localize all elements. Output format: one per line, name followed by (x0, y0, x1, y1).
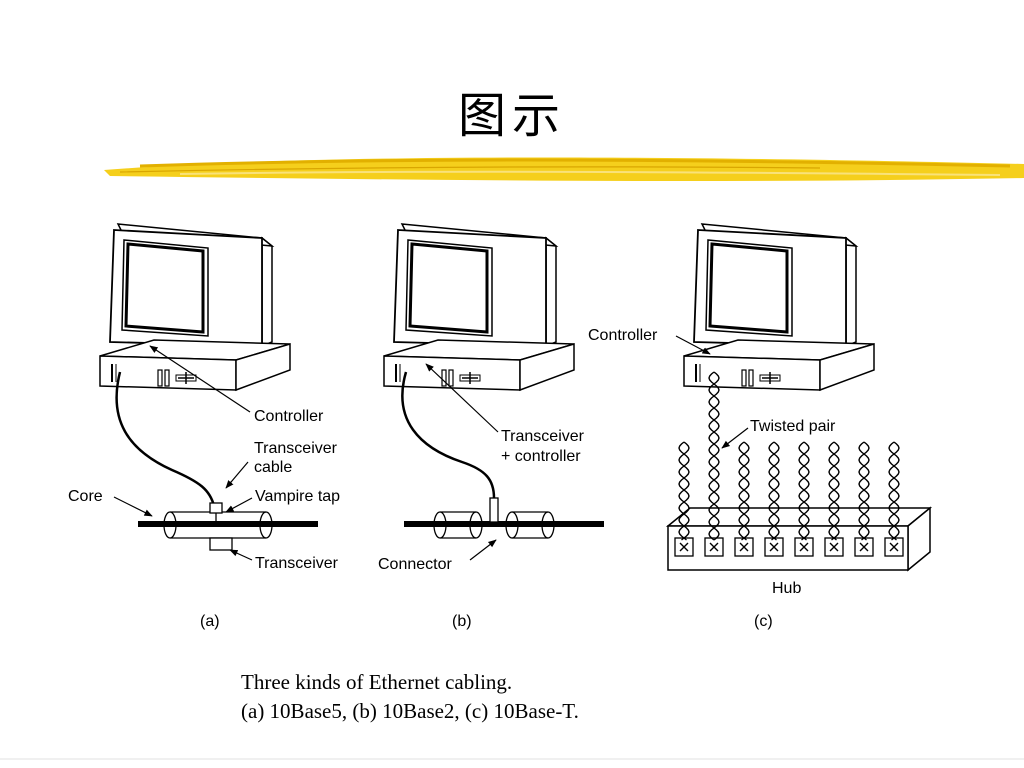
label-controller-c: Controller (588, 327, 658, 344)
caption-line-2: (a) 10Base5, (b) 10Base2, (c) 10Base-T. (241, 699, 579, 723)
label-transceiver-a: Transceiver (255, 555, 339, 572)
hub-port-cross-icon (889, 542, 899, 552)
twisted-pairs (678, 371, 900, 541)
hub-port-cross-icon (679, 542, 689, 552)
hub-port-cross-icon (829, 542, 839, 552)
controller-cable-b (401, 371, 496, 499)
caption-line-1: Three kinds of Ethernet cabling. (241, 670, 513, 694)
computer-a (98, 222, 292, 392)
transceiver-box-a (209, 537, 233, 551)
sublabel-c: (c) (754, 613, 773, 630)
slide-title: 图示 (457, 88, 566, 144)
label-core: Core (68, 488, 103, 505)
hub-port-cross-icon (709, 542, 719, 552)
hub-port-cross-icon (799, 542, 809, 552)
label-vampire-tap: Vampire tap (255, 488, 340, 505)
panel-c-10base-t: Controller Twisted pair Hub (c) (588, 222, 933, 630)
computer-b (382, 222, 576, 392)
transceiver-cable-a (115, 371, 216, 507)
hub-port-cross-icon (769, 542, 779, 552)
sublabel-b: (b) (452, 613, 472, 630)
panel-a-10base5: Controller Transceiver cable Core Vampir… (68, 222, 340, 630)
hub-port-cross-icon (859, 542, 869, 552)
label-twisted-pair: Twisted pair (750, 418, 836, 435)
label-connector: Connector (378, 556, 452, 573)
figure-caption: Three kinds of Ethernet cabling. (a) 10B… (241, 668, 579, 726)
label-transceiver-controller-1: Transceiver (501, 428, 585, 445)
yellow-brush-divider (104, 157, 1024, 182)
label-transceiver-cable-a-1: Transceiver (254, 440, 338, 457)
label-hub: Hub (772, 580, 801, 597)
label-controller-a: Controller (254, 408, 324, 425)
computer-c (682, 222, 876, 392)
panel-b-10base2: Transceiver + controller Connector (b) (378, 222, 604, 630)
bottom-rule (0, 758, 1024, 760)
label-transceiver-controller-2: + controller (501, 448, 581, 465)
label-transceiver-cable-a-2: cable (254, 459, 292, 476)
hub-port-cross-icon (739, 542, 749, 552)
sublabel-a: (a) (200, 613, 220, 630)
